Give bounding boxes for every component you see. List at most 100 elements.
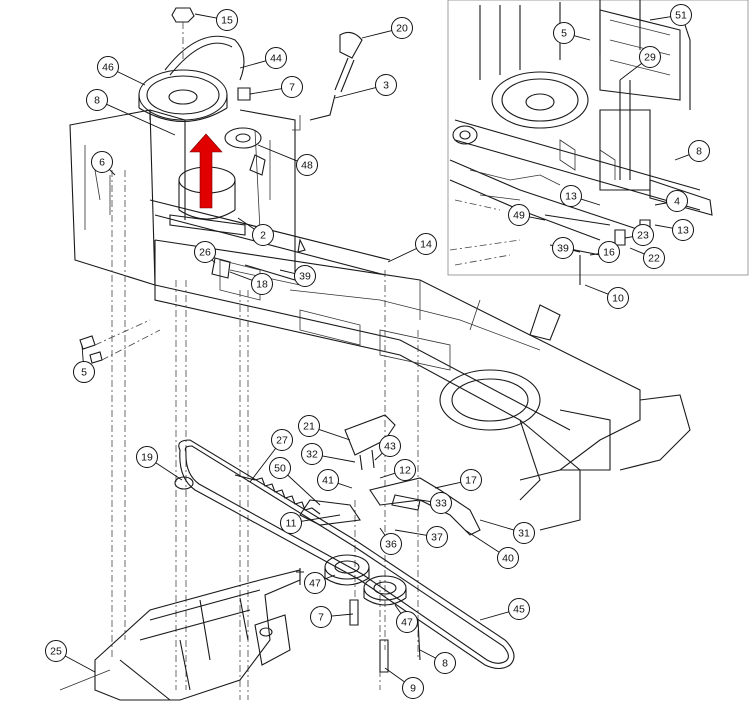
callout-c7b: 7 [310, 606, 354, 628]
callout-leader-line [379, 527, 386, 536]
callout-number: 44 [270, 53, 282, 65]
callout-leader-line [580, 198, 601, 206]
callout-leader-line [155, 462, 183, 481]
callout-circle [265, 47, 287, 69]
callout-c40: 40 [464, 529, 519, 569]
callout-circle [396, 611, 418, 633]
callout-leader-line [331, 613, 354, 617]
callout-circle [269, 457, 291, 479]
callout-number: 41 [322, 475, 334, 487]
callout-circle [643, 247, 665, 269]
callout-circle [310, 606, 332, 628]
callout-leader-line [81, 344, 84, 362]
callout-number: 47 [309, 578, 321, 590]
callout-c14: 14 [387, 233, 437, 263]
callout-leader-line [394, 604, 402, 614]
callout-number: 2 [260, 230, 266, 242]
callout-circle [426, 526, 448, 548]
callout-c26: 26 [194, 241, 216, 264]
callout-circle [513, 522, 535, 544]
callout-leader-line [629, 247, 645, 255]
callout-circle [607, 287, 629, 309]
callout-number: 4 [674, 196, 680, 208]
callout-c9: 9 [384, 667, 424, 699]
callout-circle [294, 265, 316, 287]
callout-number: 40 [502, 553, 514, 565]
callout-circle [97, 56, 119, 78]
callout-c11: 11 [280, 512, 341, 534]
callout-leader-line [529, 216, 546, 221]
callout-i49: 49 [508, 204, 546, 226]
callout-circle [672, 219, 694, 241]
callout-circle [553, 22, 575, 44]
callout-number: 11 [286, 518, 297, 530]
callout-circle [666, 190, 688, 212]
callout-leader-line [318, 428, 351, 441]
callout-c31: 31 [479, 519, 535, 544]
callout-circle [430, 492, 452, 514]
callout-leader-line [384, 667, 405, 683]
callout-number: 32 [306, 449, 318, 461]
callout-number: 45 [513, 604, 525, 616]
callout-circle [271, 429, 293, 451]
callout-circle [415, 233, 437, 255]
callout-circle [296, 154, 318, 176]
callout-circle [45, 640, 67, 662]
callout-number: 37 [431, 532, 443, 544]
callout-number: 26 [199, 247, 211, 259]
callout-circle [251, 273, 273, 295]
callout-leader-line [584, 284, 609, 295]
callout-number: 14 [420, 239, 432, 251]
callout-circle [670, 4, 692, 26]
callout-circle [91, 151, 113, 173]
callout-circle [317, 469, 339, 491]
callout-circle [86, 89, 108, 111]
callout-leader-line [237, 217, 255, 230]
callout-c12: 12 [379, 459, 416, 481]
callout-leader-line [654, 224, 673, 229]
callout-circle [632, 224, 654, 246]
callout-leader-line [322, 455, 356, 463]
callout-number: 48 [301, 160, 313, 172]
callout-leader-line [257, 144, 298, 162]
callout-leader-line [361, 30, 392, 39]
callout-c33: 33 [419, 492, 452, 514]
callout-c43: 43 [374, 435, 401, 461]
callout-number: 13 [677, 225, 689, 237]
callout-c6: 6 [91, 151, 116, 176]
callout-leader-line [589, 253, 599, 256]
callout-c48: 48 [257, 144, 318, 176]
callout-number: 36 [385, 539, 397, 551]
callout-leader-line [387, 248, 417, 263]
callout-circle [375, 74, 397, 96]
callout-leader-line [464, 529, 500, 553]
callout-circle [216, 9, 238, 31]
callout-c45: 45 [479, 598, 530, 621]
callout-c25: 25 [45, 640, 96, 673]
callout-c32: 32 [301, 443, 356, 465]
callout-i23: 23 [624, 224, 654, 246]
callout-circle [552, 237, 574, 259]
callout-number: 5 [81, 367, 87, 379]
callout-number: 39 [299, 271, 311, 283]
callout-number: 8 [696, 146, 702, 158]
callout-leader-line [574, 35, 591, 41]
callout-leader-line [211, 259, 216, 264]
callout-number: 8 [442, 658, 448, 670]
inset-detail-view [447, 0, 749, 285]
callout-number: 22 [648, 253, 660, 265]
callout-circle [252, 224, 274, 246]
callout-c46: 46 [97, 56, 146, 86]
callout-number: 16 [603, 247, 615, 259]
callout-circle [402, 677, 424, 699]
callout-circle [497, 547, 519, 569]
callout-i39: 39 [552, 237, 581, 259]
callout-c15: 15 [194, 9, 238, 31]
callout-circle [380, 533, 402, 555]
callout-leader-line [419, 499, 431, 502]
callout-leader-line [249, 448, 276, 483]
callout-leader-line [419, 649, 436, 659]
callout-leader-line [649, 16, 671, 21]
callout-number: 21 [303, 421, 315, 433]
